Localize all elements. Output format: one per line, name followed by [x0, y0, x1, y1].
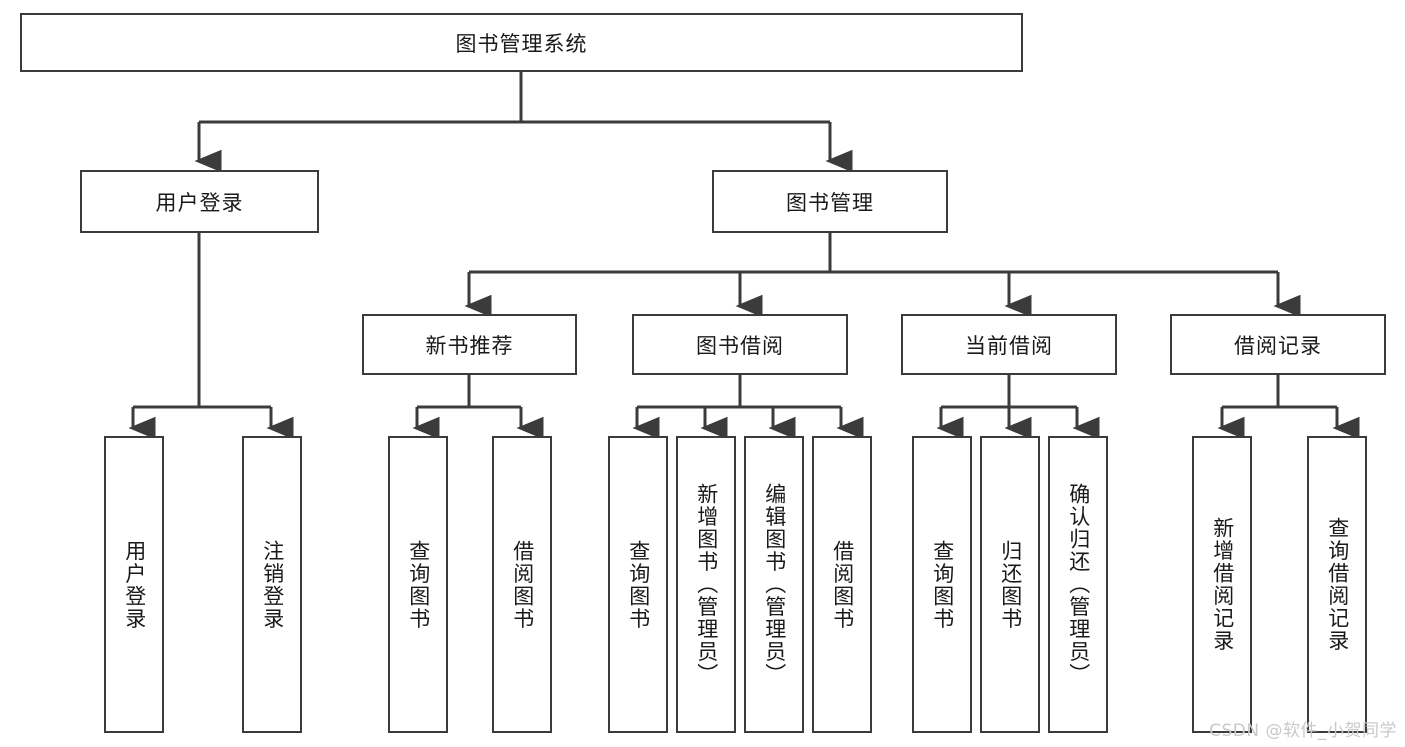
leaf-borrow-book-recommend[interactable]: 借阅图书 — [492, 436, 552, 733]
leaf-add-book-admin-label: 新增图书（管理员） — [694, 483, 719, 686]
leaf-borrow-book-borrow-label: 借阅图书 — [830, 539, 855, 630]
leaf-query-book-borrow[interactable]: 查询图书 — [608, 436, 668, 733]
leaf-borrow-book-recommend-label: 借阅图书 — [510, 539, 535, 630]
leaf-query-borrow-record-label: 查询借阅记录 — [1325, 517, 1350, 652]
node-user-login-label: 用户登录 — [155, 190, 244, 215]
leaf-add-borrow-record[interactable]: 新增借阅记录 — [1192, 436, 1252, 733]
node-book-management-label: 图书管理 — [786, 190, 874, 215]
leaf-confirm-return-admin-label: 确认归还（管理员） — [1066, 483, 1091, 686]
leaf-query-book-recommend[interactable]: 查询图书 — [388, 436, 448, 733]
node-current-borrow-label: 当前借阅 — [965, 333, 1053, 358]
node-root-label: 图书管理系统 — [455, 31, 588, 56]
node-book-borrow[interactable]: 图书借阅 — [632, 314, 848, 375]
leaf-edit-book-admin-label: 编辑图书（管理员） — [762, 483, 787, 686]
leaf-logout-label: 注销登录 — [260, 539, 285, 630]
leaf-query-book-current[interactable]: 查询图书 — [912, 436, 972, 733]
leaf-query-borrow-record[interactable]: 查询借阅记录 — [1307, 436, 1367, 733]
leaf-return-book[interactable]: 归还图书 — [980, 436, 1040, 733]
leaf-return-book-label: 归还图书 — [998, 539, 1023, 630]
node-borrow-records-label: 借阅记录 — [1234, 333, 1322, 358]
node-root[interactable]: 图书管理系统 — [20, 13, 1023, 72]
leaf-user-login-label: 用户登录 — [122, 539, 147, 630]
node-current-borrow[interactable]: 当前借阅 — [901, 314, 1117, 375]
leaf-add-book-admin[interactable]: 新增图书（管理员） — [676, 436, 736, 733]
leaf-query-book-recommend-label: 查询图书 — [406, 539, 431, 630]
leaf-query-book-borrow-label: 查询图书 — [626, 539, 651, 630]
leaf-edit-book-admin[interactable]: 编辑图书（管理员） — [744, 436, 804, 733]
leaf-user-login[interactable]: 用户登录 — [104, 436, 164, 733]
leaf-borrow-book-borrow[interactable]: 借阅图书 — [812, 436, 872, 733]
leaf-confirm-return-admin[interactable]: 确认归还（管理员） — [1048, 436, 1108, 733]
leaf-logout[interactable]: 注销登录 — [242, 436, 302, 733]
node-borrow-records[interactable]: 借阅记录 — [1170, 314, 1386, 375]
node-user-login[interactable]: 用户登录 — [80, 170, 319, 233]
watermark: CSDN @软件_小贺同学 — [1209, 721, 1397, 741]
node-new-book-recommend[interactable]: 新书推荐 — [362, 314, 577, 375]
leaf-query-book-current-label: 查询图书 — [930, 539, 955, 630]
node-new-book-recommend-label: 新书推荐 — [425, 333, 514, 358]
node-book-borrow-label: 图书借阅 — [696, 333, 784, 358]
leaf-add-borrow-record-label: 新增借阅记录 — [1210, 517, 1235, 652]
node-book-management[interactable]: 图书管理 — [712, 170, 948, 233]
